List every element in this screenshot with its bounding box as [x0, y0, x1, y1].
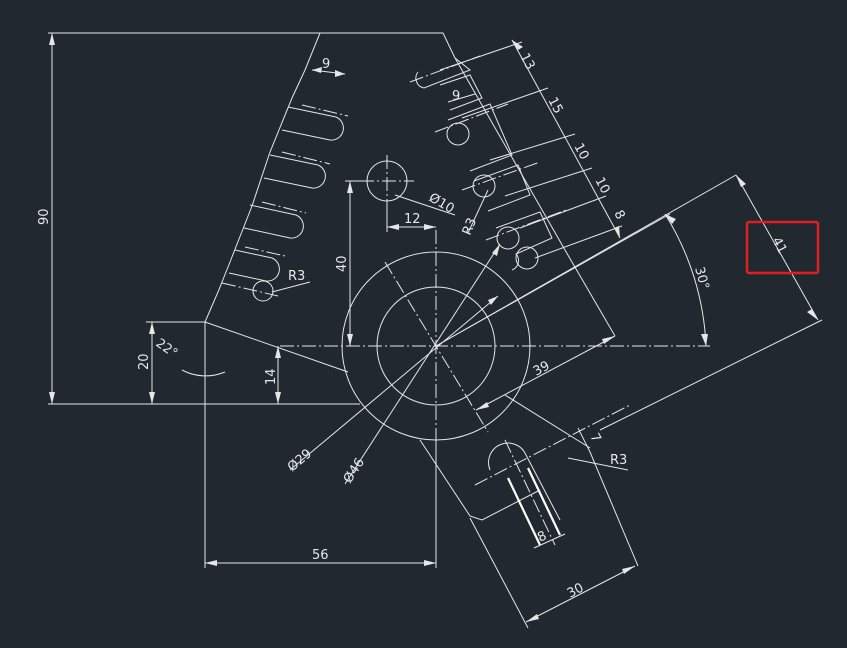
- selection-highlight-box[interactable]: [745, 220, 820, 275]
- dim-20[interactable]: 20: [137, 353, 152, 370]
- dim-56[interactable]: 56: [312, 548, 329, 563]
- dim-r3-bottom[interactable]: R3: [610, 453, 627, 468]
- dim-dia46[interactable]: Ø46: [341, 456, 368, 487]
- dim-22deg[interactable]: 22°: [153, 336, 180, 362]
- dim-dia10[interactable]: Ø10: [426, 190, 457, 216]
- dim-9-left[interactable]: 9: [322, 57, 330, 72]
- right-arm-slots[interactable]: [409, 55, 567, 271]
- right-stacked-dims[interactable]: [439, 39, 623, 259]
- dim-dia29[interactable]: Ø29: [285, 446, 315, 475]
- left-arm-slots[interactable]: [221, 104, 349, 302]
- dim-15[interactable]: 15: [544, 95, 565, 117]
- dim-40[interactable]: 40: [335, 255, 350, 272]
- dim-30-bottom[interactable]: 30: [565, 581, 587, 602]
- dim-9-right[interactable]: 9: [452, 89, 460, 104]
- dim-13[interactable]: 13: [516, 51, 537, 73]
- dim-90[interactable]: 90: [37, 208, 52, 225]
- left-arm-edge[interactable]: [204, 321, 349, 373]
- dim-30deg[interactable]: 30°: [691, 265, 711, 291]
- dim-r3-left[interactable]: R3: [288, 269, 305, 284]
- bottom-lug[interactable]: [419, 394, 631, 546]
- right-arm-edge-2[interactable]: [564, 249, 616, 337]
- dim-41[interactable]: 41: [768, 235, 789, 257]
- dim-12[interactable]: 12: [404, 212, 421, 227]
- dim-r3-mid[interactable]: R3: [460, 216, 480, 238]
- left-arm-outline[interactable]: [204, 32, 456, 323]
- dim-10-a[interactable]: 10: [570, 141, 591, 163]
- dim-7[interactable]: 7: [586, 431, 603, 445]
- dim-8-bottom[interactable]: 8: [535, 529, 549, 546]
- dim-39[interactable]: 39: [531, 359, 553, 380]
- dim-8-right[interactable]: 8: [610, 208, 627, 222]
- dim-10-b[interactable]: 10: [591, 175, 612, 197]
- dim-14[interactable]: 14: [264, 368, 279, 385]
